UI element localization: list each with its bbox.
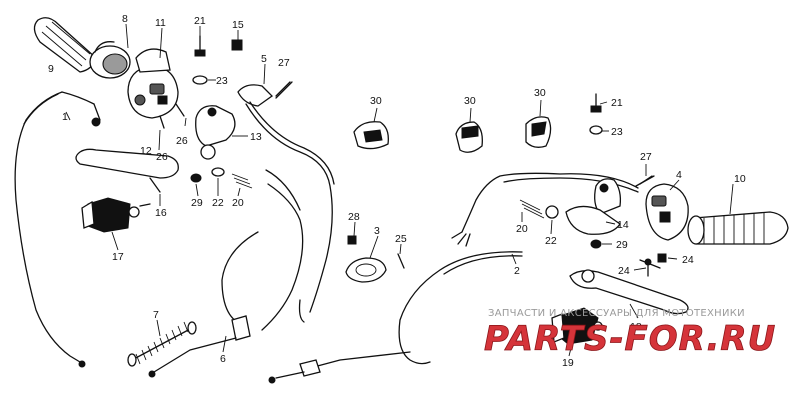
callout-15: 15 <box>232 19 244 31</box>
callout-23a: 23 <box>216 75 228 87</box>
bolt-21-right <box>590 93 602 113</box>
callout-20b: 20 <box>516 223 528 235</box>
right-switch-housing <box>639 175 689 241</box>
callout-25: 25 <box>395 233 407 245</box>
callout-30a: 30 <box>370 95 382 107</box>
watermark-tagline: ЗАПЧАСТИ И АКСЕССУАРЫ ДЛЯ МОТОТЕХНИКИ <box>488 308 745 319</box>
callout-10: 10 <box>734 173 746 185</box>
bolt-15 <box>231 39 243 51</box>
callout-1: 1 <box>62 111 68 123</box>
callout-13: 13 <box>250 131 262 143</box>
callout-21b: 21 <box>611 97 623 109</box>
choke-cable <box>14 91 101 368</box>
callout-26a: 26 <box>156 151 168 163</box>
callout-29b: 29 <box>616 239 628 251</box>
callout-27b: 27 <box>640 151 652 163</box>
callout-22b: 22 <box>545 235 557 247</box>
left-switch-housing <box>127 48 185 129</box>
callout-4: 4 <box>676 169 682 181</box>
callout-11: 11 <box>155 17 166 29</box>
callout-21a: 21 <box>194 15 206 27</box>
callout-23b: 23 <box>611 126 623 138</box>
washer-23-left <box>192 75 208 85</box>
watermark: ЗАПЧАСТИ И АКСЕССУАРЫ ДЛЯ МОТОТЕХНИКИ PA… <box>484 308 776 359</box>
right-grip <box>687 211 789 245</box>
lever-bracket-right <box>519 178 622 249</box>
leader-lines <box>65 23 734 357</box>
washer-23-right <box>589 125 603 135</box>
callout-29a: 29 <box>191 197 203 209</box>
wire-harness <box>245 101 335 323</box>
callout-7: 7 <box>153 309 159 321</box>
clutch-lever <box>75 148 179 193</box>
callout-22a: 22 <box>212 197 224 209</box>
callout-labels: 1 2 3 4 5 6 7 8 9 10 11 12 13 14 15 16 1… <box>48 13 746 369</box>
callout-20a: 20 <box>232 197 244 209</box>
callout-3: 3 <box>374 225 380 237</box>
brake-lever <box>569 259 689 315</box>
clutch-cable <box>148 169 304 378</box>
left-grip <box>33 17 131 79</box>
screw-27-right <box>635 175 655 187</box>
callout-2: 2 <box>514 265 520 277</box>
right-wire-harness <box>451 172 639 247</box>
callout-16: 16 <box>155 207 167 219</box>
callout-5: 5 <box>261 53 267 65</box>
spring-7 <box>127 321 197 367</box>
callout-30b: 30 <box>464 95 476 107</box>
callout-19: 19 <box>562 357 574 369</box>
bolt-21-left <box>194 35 206 57</box>
callout-17: 17 <box>112 251 124 263</box>
callout-8: 8 <box>122 13 128 25</box>
switch-assembly-left <box>81 197 151 233</box>
callout-26b: 26 <box>176 135 188 147</box>
watermark-brand: PARTS-FOR.RU <box>484 319 776 359</box>
callout-9: 9 <box>48 63 54 75</box>
lever-bracket-left <box>195 81 291 160</box>
brake-switch <box>551 307 603 345</box>
screw-27-left <box>275 81 293 99</box>
parts-29-22-20-left <box>190 167 253 189</box>
callout-6: 6 <box>220 353 226 365</box>
callout-27a: 27 <box>278 57 290 69</box>
callout-14: 14 <box>617 219 629 231</box>
switch-part-30c <box>525 116 552 148</box>
callout-24b: 24 <box>682 254 694 266</box>
switch-part-30b <box>455 121 483 153</box>
callout-30c: 30 <box>534 87 546 99</box>
callout-12: 12 <box>140 145 152 157</box>
switch-part-30a <box>353 121 389 150</box>
bolts-24 <box>644 253 667 277</box>
brake-cable <box>268 251 523 384</box>
clamp-3 <box>345 235 405 283</box>
callout-28: 28 <box>348 211 360 223</box>
callout-24a: 24 <box>618 265 630 277</box>
callout-18: 18 <box>630 321 642 333</box>
